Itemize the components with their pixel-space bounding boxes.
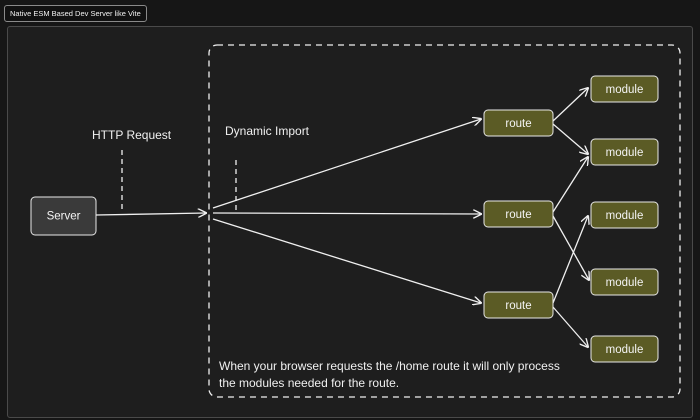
dynamic-import-label: Dynamic Import [225, 124, 310, 138]
caption-line-2: the modules needed for the route. [219, 376, 399, 390]
arrow-to-route-1 [212, 119, 481, 209]
diagram-title-tab[interactable]: Native ESM Based Dev Server like Vite [4, 5, 147, 22]
module-node[interactable]: module [590, 138, 659, 166]
module-label: module [606, 84, 644, 96]
arrow-route2-to-module4 [552, 215, 589, 280]
route-label: route [505, 209, 531, 221]
arrow-route1-to-module1 [552, 88, 588, 122]
route-node[interactable]: route [483, 109, 554, 137]
route-node[interactable]: route [483, 291, 554, 319]
diagram-frame [7, 26, 693, 418]
module-node[interactable]: module [590, 201, 659, 229]
arrow-route3-to-module5 [552, 306, 588, 347]
module-label: module [606, 147, 644, 159]
route-node[interactable]: route [483, 200, 554, 228]
route-label: route [505, 300, 531, 312]
arrow-route2-to-module2 [552, 157, 588, 213]
caption-line-1: When your browser requests the /home rou… [219, 359, 560, 373]
module-node[interactable]: module [590, 268, 659, 296]
module-label: module [606, 344, 644, 356]
route-label: route [505, 118, 531, 130]
module-node[interactable]: module [590, 75, 659, 103]
arrow-server-to-import [95, 213, 206, 215]
server-label: Server [47, 211, 81, 223]
module-label: module [606, 277, 644, 289]
arrow-route3-to-module3 [552, 216, 588, 304]
arrow-route1-to-module2 [552, 123, 588, 154]
server-node[interactable]: Server [30, 196, 97, 236]
arrow-to-route-2 [212, 213, 481, 214]
module-label: module [606, 210, 644, 222]
module-node[interactable]: module [590, 335, 659, 363]
arrow-to-route-3 [212, 218, 481, 303]
http-request-label: HTTP Request [92, 128, 172, 142]
